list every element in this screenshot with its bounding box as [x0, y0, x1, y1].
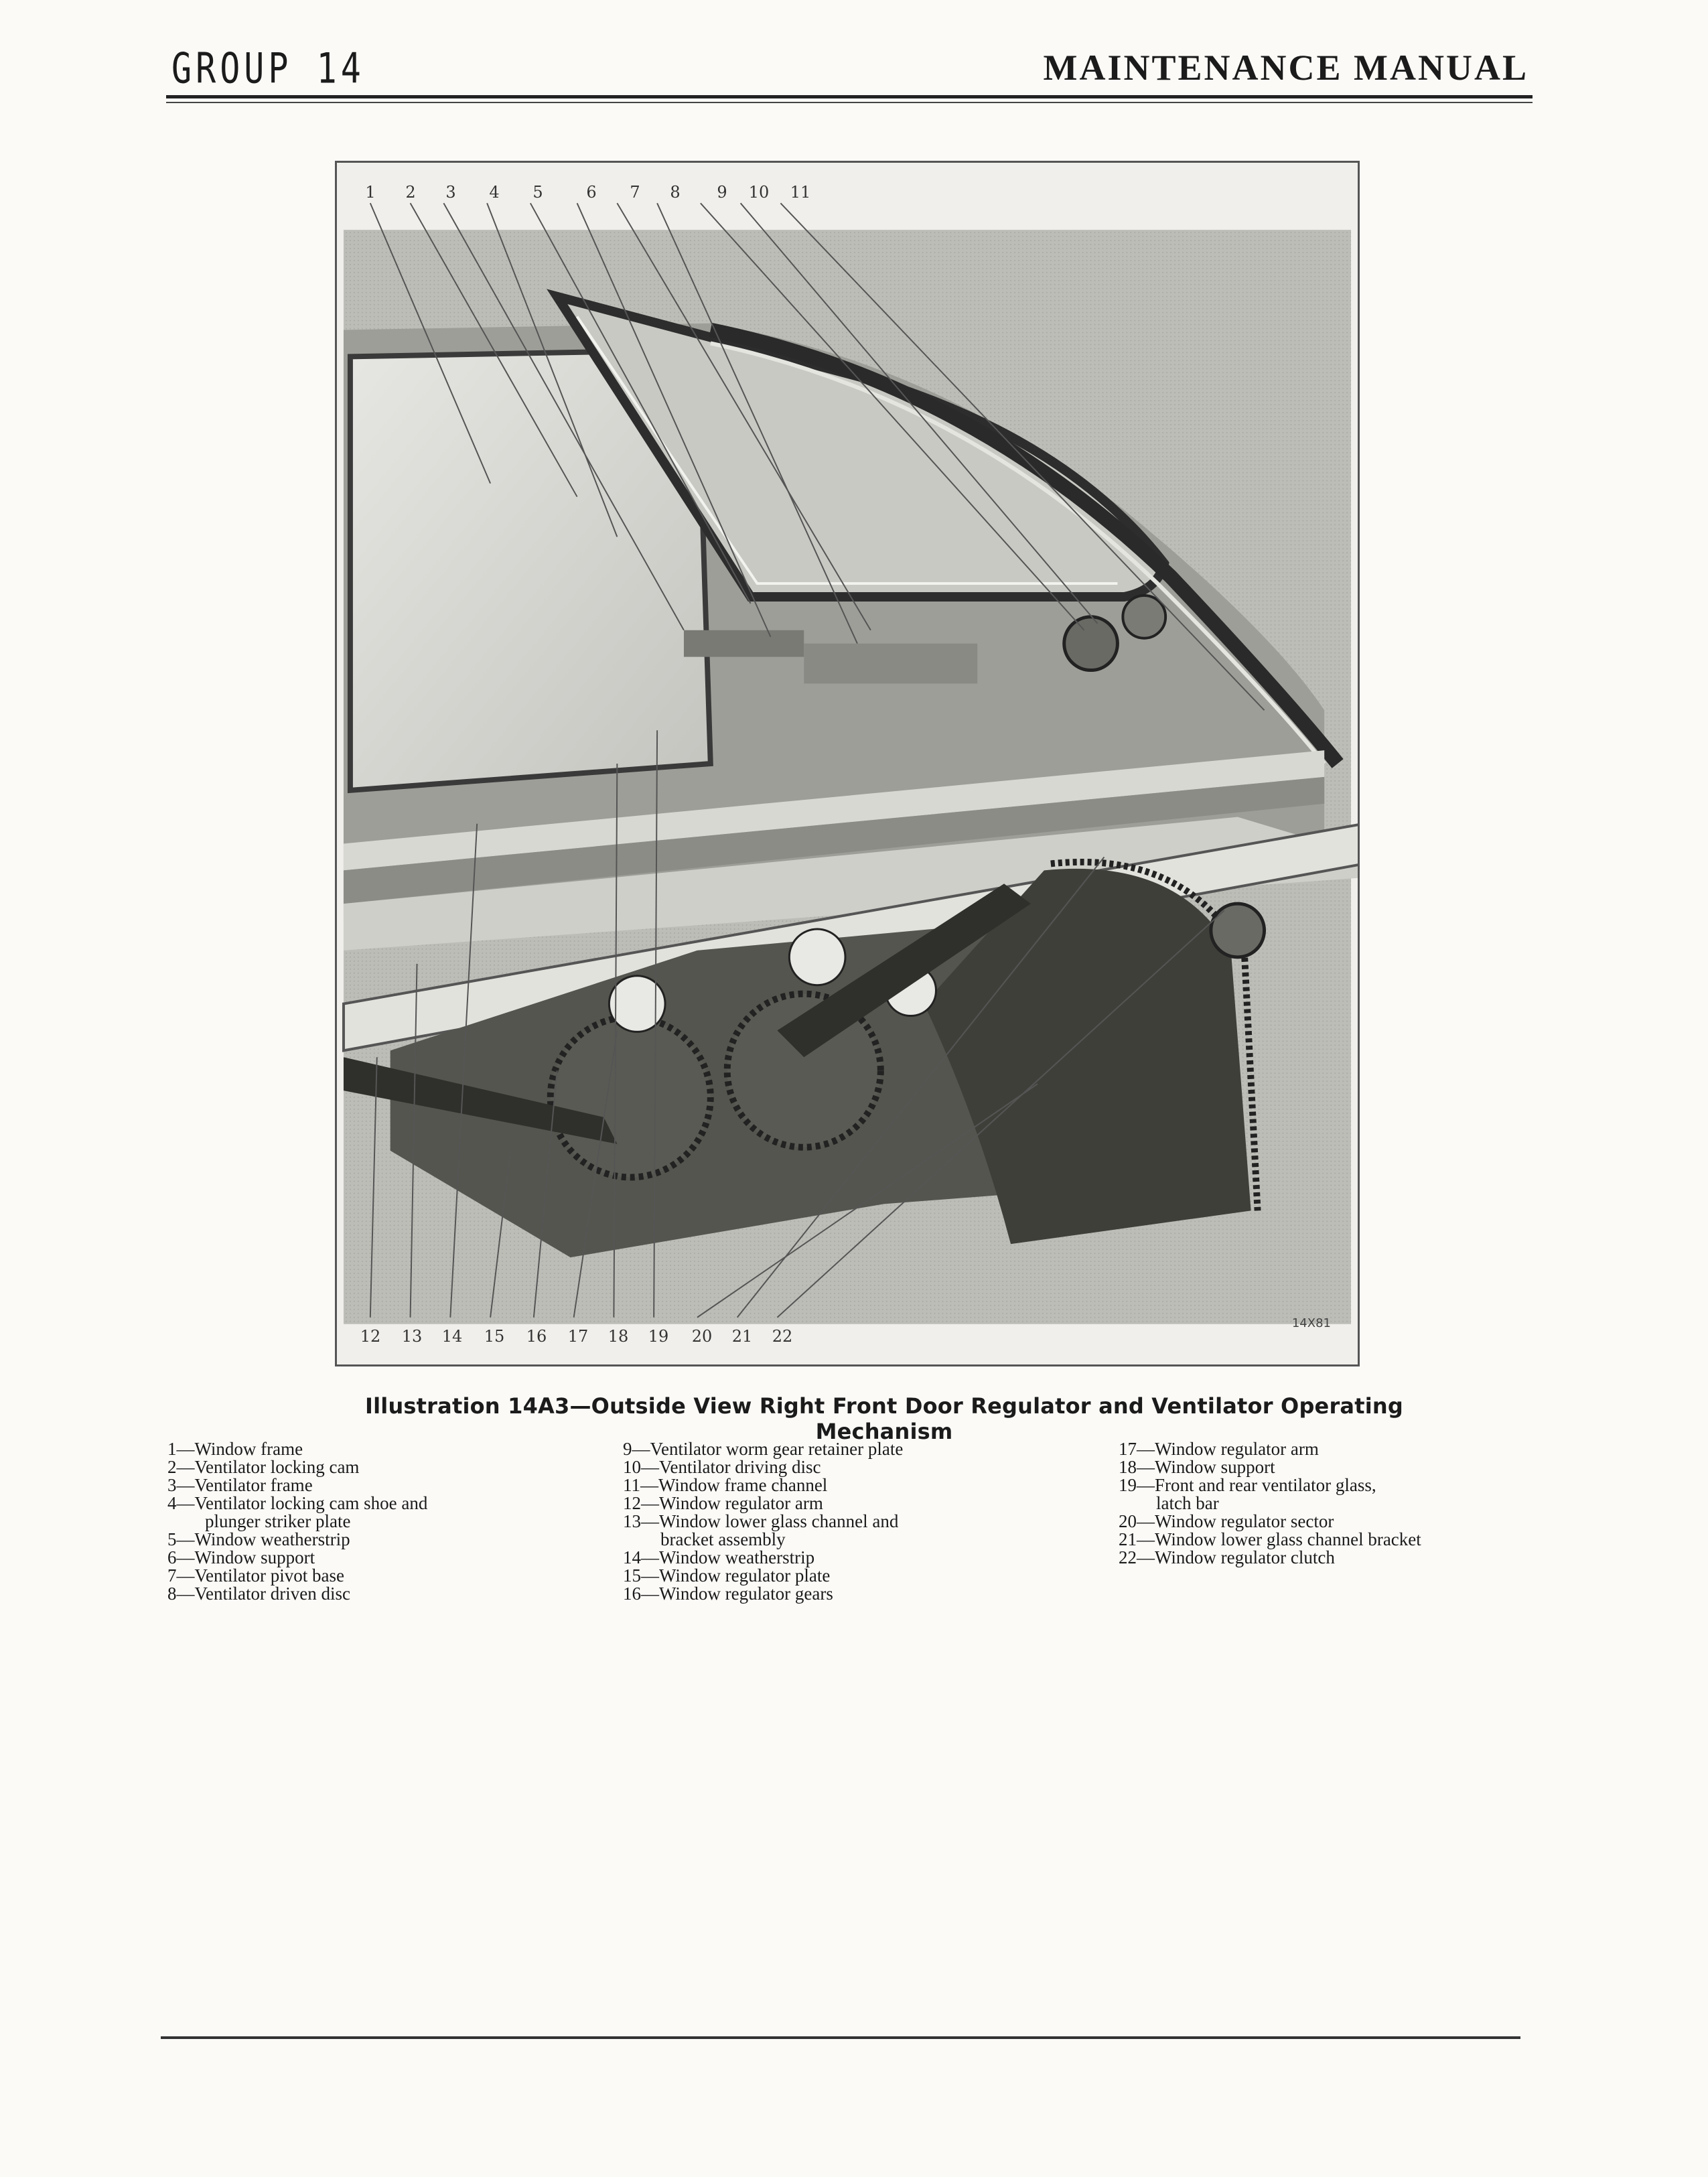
legend-item: 17—Window regulator arm [1119, 1439, 1319, 1459]
callout-2: 2 [405, 183, 416, 202]
callout-7: 7 [630, 183, 640, 202]
callout-11: 11 [790, 183, 811, 202]
callout-5: 5 [532, 183, 543, 202]
legend-item: 2—Ventilator locking cam [167, 1457, 360, 1477]
header-rule [166, 95, 1533, 98]
callout-3: 3 [445, 183, 456, 202]
callout-17: 17 [567, 1327, 589, 1346]
legend-item: 15—Window regulator plate [623, 1565, 831, 1586]
legend-item: 6—Window support [167, 1547, 315, 1567]
callout-16: 16 [526, 1327, 547, 1346]
legend-item: 1—Window frame [167, 1439, 303, 1459]
callout-21: 21 [731, 1327, 753, 1346]
callout-6: 6 [586, 183, 597, 202]
callout-18: 18 [608, 1327, 629, 1346]
legend-item: 7—Ventilator pivot base [167, 1565, 344, 1586]
legend-item: latch bar [1156, 1493, 1219, 1513]
header-rule-thin [166, 102, 1533, 103]
callout-4: 4 [489, 183, 500, 202]
callout-15: 15 [484, 1327, 505, 1346]
callout-9: 9 [717, 183, 727, 202]
figure-code: 14X81 [1291, 1316, 1331, 1330]
figure-caption: Illustration 14A3—Outside View Right Fro… [365, 1393, 1403, 1444]
legend-item: 12—Window regulator arm [623, 1493, 823, 1513]
mechanism-illustration: 1 2 3 4 5 6 7 8 9 10 11 12 13 14 15 16 1… [335, 161, 1360, 1366]
legend-item: 13—Window lower glass channel and [623, 1511, 899, 1531]
legend-item: 8—Ventilator driven disc [167, 1584, 350, 1604]
legend-item: 21—Window lower glass channel bracket [1119, 1529, 1421, 1549]
callout-12: 12 [360, 1327, 381, 1346]
mechanism-photo [342, 202, 1358, 1324]
callout-10: 10 [748, 183, 770, 202]
footer-rule [161, 2036, 1520, 2039]
legend-item: 18—Window support [1119, 1457, 1275, 1477]
callout-20: 20 [691, 1327, 713, 1346]
legend-item: bracket assembly [660, 1529, 786, 1549]
legend-item: 4—Ventilator locking cam shoe and [167, 1493, 428, 1513]
legend-item: 5—Window weatherstrip [167, 1529, 350, 1549]
callout-1: 1 [365, 183, 376, 202]
legend-item: 22—Window regulator clutch [1119, 1547, 1335, 1567]
legend-item: 14—Window weatherstrip [623, 1547, 815, 1567]
legend-item: plunger striker plate [205, 1511, 351, 1531]
manual-title: MAINTENANCE MANUAL [1043, 48, 1528, 88]
legend-item: 16—Window regulator gears [623, 1584, 833, 1604]
callout-22: 22 [772, 1327, 793, 1346]
legend-item: 11—Window frame channel [623, 1475, 828, 1495]
callout-8: 8 [670, 183, 681, 202]
callout-19: 19 [648, 1327, 669, 1346]
group-label: GROUP 14 [171, 44, 365, 93]
legend-item: 19—Front and rear ventilator glass, [1119, 1475, 1376, 1495]
legend-item: 10—Ventilator driving disc [623, 1457, 821, 1477]
callout-13: 13 [401, 1327, 423, 1346]
legend-item: 3—Ventilator frame [167, 1475, 313, 1495]
legend-item: 9—Ventilator worm gear retainer plate [623, 1439, 904, 1459]
callout-14: 14 [441, 1327, 463, 1346]
legend-item: 20—Window regulator sector [1119, 1511, 1334, 1531]
